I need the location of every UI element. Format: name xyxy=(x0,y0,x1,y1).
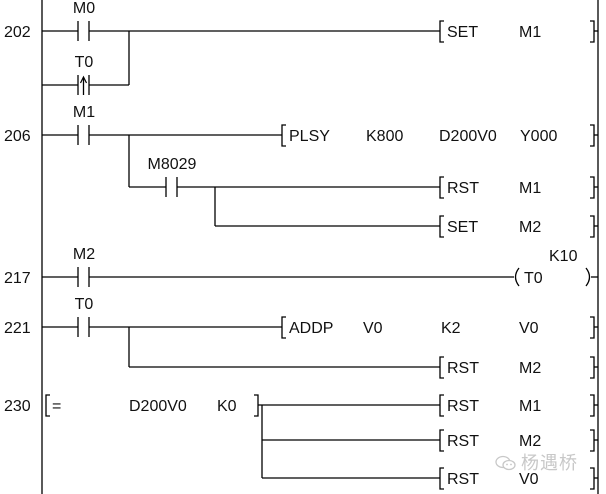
contact-m8029-label: M8029 xyxy=(148,156,197,173)
compare-operand-2: K0 xyxy=(217,398,237,415)
instr-rst-m2-b-op: RST xyxy=(447,433,479,450)
instr-set-m2-bracket-left xyxy=(439,215,444,238)
instr-set-m1-operand-1: M1 xyxy=(519,24,541,41)
contact-m1-label: M1 xyxy=(73,104,95,121)
instr-rst-v0-operand-1: V0 xyxy=(519,471,539,488)
wechat-icon xyxy=(495,455,516,471)
contact-m2-label: M2 xyxy=(73,246,95,263)
instr-plsy-operand-3: Y000 xyxy=(520,128,557,145)
instr-addp-operand-3: V0 xyxy=(519,320,539,337)
contact-m0-label: M0 xyxy=(73,0,95,17)
instr-rst-m1-bracket-right xyxy=(590,176,595,199)
step-number-206: 206 xyxy=(4,128,31,145)
instr-set-m2-operand-1: M2 xyxy=(519,219,541,236)
coil-t0-preset: K10 xyxy=(549,248,578,265)
instr-rst-m1-op: RST xyxy=(447,180,479,197)
instr-addp-operand-1: V0 xyxy=(363,320,383,337)
instr-addp-bracket-right xyxy=(590,316,595,339)
compare-bracket-right xyxy=(254,394,259,417)
instr-addp-bracket-left xyxy=(281,316,286,339)
instr-plsy-bracket-left xyxy=(281,124,286,147)
rising-edge-icon xyxy=(79,75,88,84)
instr-rst-v0-bracket-right xyxy=(590,467,595,490)
instr-set-m1-bracket-right xyxy=(590,20,595,43)
instr-rst-m1-bracket-left xyxy=(439,176,444,199)
instr-set-m1-op: SET xyxy=(447,24,478,41)
instr-rst-m2-b-bracket-right xyxy=(590,429,595,452)
instr-rst-m1-b-bracket-right xyxy=(590,394,595,417)
instr-rst-m2-bracket-right xyxy=(590,356,595,379)
instr-set-m2-bracket-right xyxy=(590,215,595,238)
contact-t0-pulse-label: T0 xyxy=(75,54,94,71)
instr-plsy-op: PLSY xyxy=(289,128,330,145)
coil-paren-left xyxy=(514,267,520,287)
coil-paren-right xyxy=(585,267,591,287)
instr-rst-m1-operand-1: M1 xyxy=(519,180,541,197)
instr-rst-v0-op: RST xyxy=(447,471,479,488)
compare-bracket-left xyxy=(45,394,50,417)
instr-rst-m1-b-operand-1: M1 xyxy=(519,398,541,415)
watermark: 杨遇桥 xyxy=(495,449,578,475)
instr-rst-m2-bracket-left xyxy=(439,356,444,379)
instr-plsy-operand-2: D200V0 xyxy=(439,128,497,145)
step-number-217: 217 xyxy=(4,270,31,287)
instr-rst-m1-b-bracket-left xyxy=(439,394,444,417)
instr-set-m2-op: SET xyxy=(447,219,478,236)
contact-t0-label: T0 xyxy=(75,296,94,313)
instr-rst-m1-b-op: RST xyxy=(447,398,479,415)
step-number-230: 230 xyxy=(4,398,31,415)
coil-t0-label: T0 xyxy=(524,270,543,287)
compare-op: = xyxy=(52,398,61,415)
step-number-202: 202 xyxy=(4,24,31,41)
instr-rst-m2-operand-1: M2 xyxy=(519,360,541,377)
watermark-text: 杨遇桥 xyxy=(521,453,578,474)
instr-rst-m2-b-operand-1: M2 xyxy=(519,433,541,450)
instr-addp-op: ADDP xyxy=(289,320,333,337)
instr-rst-m2-op: RST xyxy=(447,360,479,377)
instr-rst-v0-bracket-left xyxy=(439,467,444,490)
instr-addp-operand-2: K2 xyxy=(441,320,461,337)
compare-operand-1: D200V0 xyxy=(129,398,187,415)
instr-plsy-bracket-right xyxy=(590,124,595,147)
instr-plsy-operand-1: K800 xyxy=(366,128,403,145)
instr-set-m1-bracket-left xyxy=(439,20,444,43)
step-number-221: 221 xyxy=(4,320,31,337)
instr-rst-m2-b-bracket-left xyxy=(439,429,444,452)
